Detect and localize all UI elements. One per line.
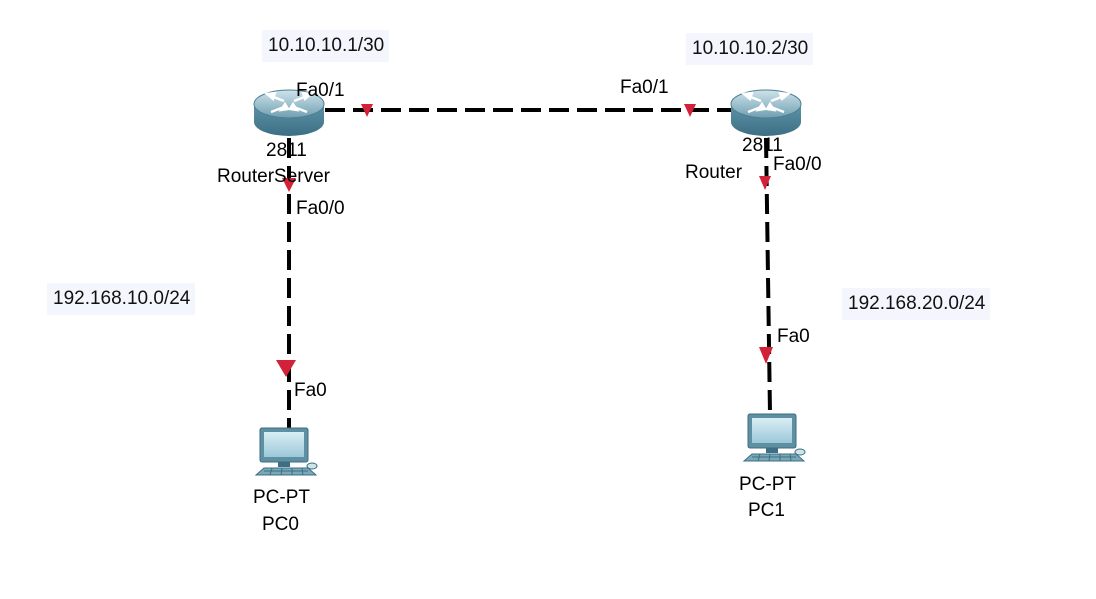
link-marker [282,178,296,192]
link-marker [759,347,773,364]
port-label-pc1-fa0: Fa0 [777,326,810,347]
router-icon[interactable] [253,89,325,136]
router-server-model: 2811 [266,140,307,161]
link-marker [759,176,771,190]
pc0-model: PC-PT [253,487,310,508]
router-icon[interactable] [730,89,802,136]
note-lan-right: 192.168.20.0/24 [842,288,991,320]
note-lan-left: 192.168.10.0/24 [47,283,196,315]
link-marker [361,104,373,117]
note-remote-wan: 10.10.10.2/30 [686,33,814,65]
port-label-pc0-fa0: Fa0 [294,380,327,401]
port-label-rs-fa00: Fa0/0 [296,198,345,219]
port-label-rs-fa01: Fa0/1 [296,80,345,101]
router-remote-name: Router [685,162,743,183]
link-marker [684,104,696,117]
port-label-rr-fa00: Fa0/0 [773,154,822,175]
router-server-name: RouterServer [217,166,330,187]
pc0-name: PC0 [262,514,299,535]
note-server-wan: 10.10.10.1/30 [262,30,390,62]
router-remote-model: 2811 [742,135,783,156]
pc1-name: PC1 [748,500,785,521]
pc-icon[interactable] [254,427,318,476]
port-label-rr-fa01: Fa0/1 [620,77,669,98]
link-marker [276,360,296,377]
pc1-model: PC-PT [739,474,796,495]
pc-icon[interactable] [742,413,806,462]
